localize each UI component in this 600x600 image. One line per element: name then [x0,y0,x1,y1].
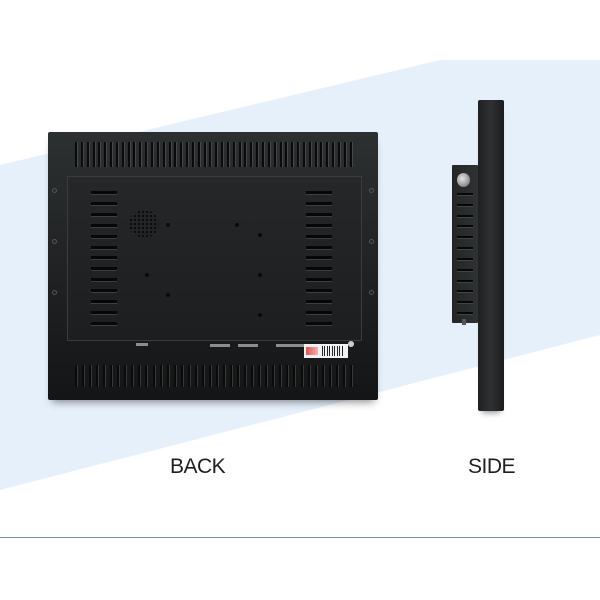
barcode-icon [322,346,344,356]
rear-cover-plate [67,176,362,341]
left-vent-slots [91,191,117,326]
power-connector-icon [348,341,354,347]
side-view-caption: SIDE [468,455,516,478]
side-vent-slots [457,193,473,315]
vesa-mount-hole [258,273,262,277]
screw-icon [369,290,374,295]
vesa-mount-hole [235,223,239,227]
barcode-label [304,344,348,358]
io-port [136,343,148,346]
io-port [210,344,230,347]
speaker-grille-icon [129,210,159,238]
top-vent-grille [75,142,352,167]
section-divider [0,537,600,538]
vesa-mount-hole [166,293,170,297]
side-rear-housing [452,165,478,325]
vesa-mount-hole [258,233,262,237]
bottom-vent-grille [75,365,352,387]
screw-icon [369,188,374,193]
back-view-caption: BACK [170,455,226,478]
screw-icon [52,290,57,295]
screw-icon [369,239,374,244]
power-connector-icon [457,173,470,187]
screw-icon [52,239,57,244]
io-port [238,344,258,347]
screw-icon [52,188,57,193]
brand-sticker-icon [306,347,318,355]
monitor-side-view [478,100,504,411]
vesa-mount-hole [258,313,262,317]
vesa-mount-hole [166,223,170,227]
screw-icon [462,319,466,325]
right-vent-slots [306,191,332,326]
monitor-back-view [48,132,378,400]
vesa-mount-hole [145,273,149,277]
